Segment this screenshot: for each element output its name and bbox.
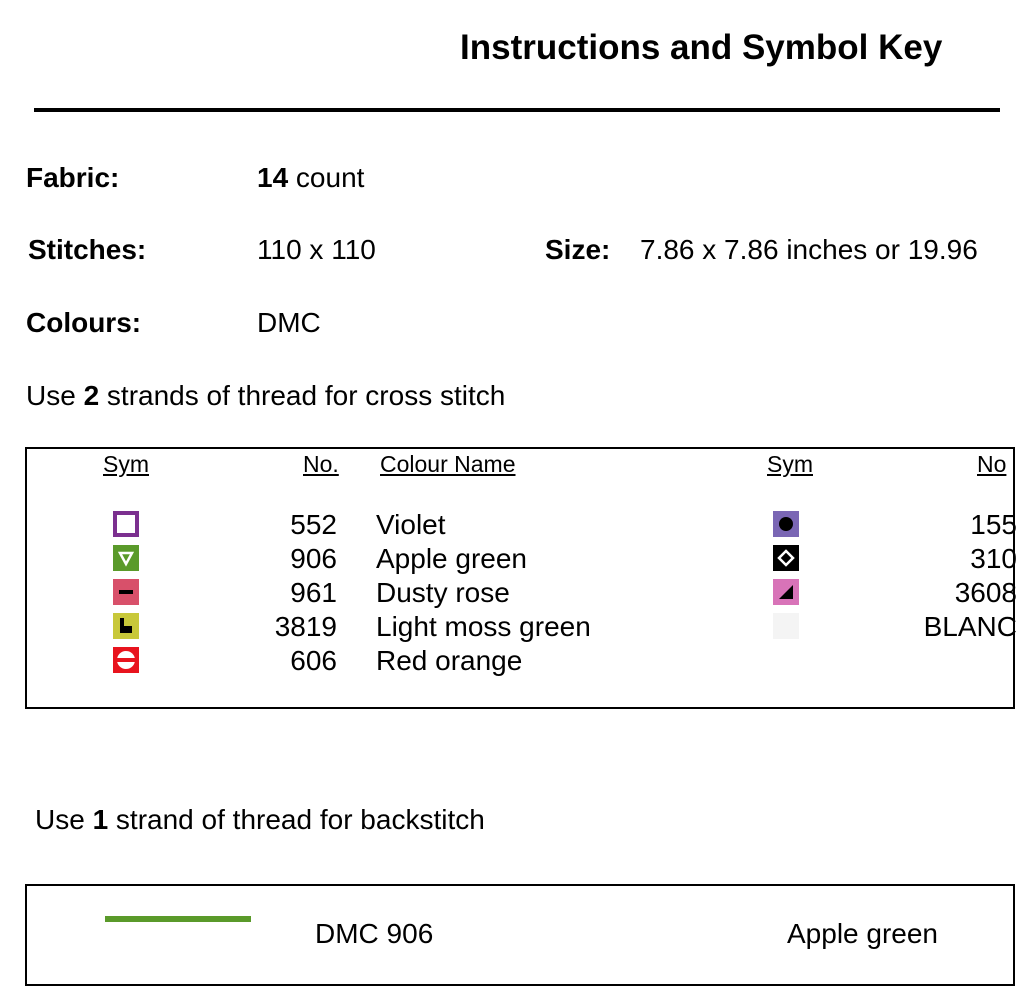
- fabric-label: Fabric:: [26, 162, 120, 193]
- key-row-number-right: BLANC: [923, 611, 1017, 642]
- title-divider: [34, 108, 1000, 112]
- key-row-number-right: 3608: [954, 577, 1017, 608]
- fabric-value: 14 count: [257, 162, 364, 194]
- hollow-square-icon: [113, 511, 139, 537]
- dot-icon: [773, 511, 799, 537]
- half-circle-icon: [113, 647, 139, 673]
- backstitch-colour-name: Apple green: [787, 918, 939, 949]
- header-sym: Sym: [103, 451, 149, 477]
- key-row-colour-name: Red orange: [376, 645, 523, 676]
- cross-stitch-note: Use 2 strands of thread for cross stitch: [26, 380, 505, 412]
- fabric-count-number: 14: [257, 162, 289, 193]
- key-row-colour-name: Apple green: [376, 543, 528, 574]
- header-no: No.: [303, 451, 339, 477]
- header-colour-name: Colour Name: [380, 451, 516, 477]
- corner-triangle-icon: [773, 579, 799, 605]
- stitches-value: 110 x 110: [257, 234, 376, 265]
- backstitch-line-swatch: [105, 916, 251, 922]
- key-row-number-right: 155: [970, 509, 1017, 540]
- header-sym-2: Sym: [767, 451, 813, 477]
- key-row-number: 961: [290, 577, 337, 608]
- cross-note-strands: 2: [83, 380, 100, 411]
- triangle-down-icon: [113, 545, 139, 571]
- page-title: Instructions and Symbol Key: [460, 28, 943, 67]
- blank-swatch-icon: [773, 613, 799, 639]
- backstitch-note: Use 1 strand of thread for backstitch: [35, 804, 485, 836]
- key-row-colour-name: Violet: [376, 509, 446, 540]
- key-row-number: 552: [290, 509, 337, 540]
- size-label: Size:: [545, 234, 611, 265]
- size-value: 7.86 x 7.86 inches or 19.96: [640, 234, 978, 265]
- key-row-number-right: 310: [970, 543, 1017, 574]
- colours-label: Colours:: [26, 307, 142, 338]
- back-note-pre: Use: [35, 804, 93, 835]
- key-row-colour-name: Light moss green: [376, 611, 591, 642]
- step-icon: [113, 613, 139, 639]
- key-row-number: 906: [290, 543, 337, 574]
- key-row-number: 606: [290, 645, 337, 676]
- backstitch-code: DMC 906: [315, 918, 434, 949]
- key-row-number: 3819: [274, 611, 337, 642]
- stitches-label: Stitches:: [28, 234, 147, 265]
- cross-note-post: strands of thread for cross stitch: [99, 380, 506, 411]
- dash-icon: [113, 579, 139, 605]
- diamond-icon: [773, 545, 799, 571]
- fabric-count-unit: count: [288, 162, 365, 193]
- cross-note-pre: Use: [26, 380, 84, 411]
- back-note-post: strand of thread for backstitch: [108, 804, 485, 835]
- symbol-key-table: Sym No. Colour Name Sym No 552 Violet 906 A…: [25, 447, 1017, 709]
- backstitch-table: DMC 906 Apple green: [25, 884, 1015, 986]
- colours-value: DMC: [257, 307, 321, 338]
- key-row-colour-name: Dusty rose: [376, 577, 510, 608]
- header-no-2: No: [977, 451, 1007, 477]
- back-note-strands: 1: [92, 804, 109, 835]
